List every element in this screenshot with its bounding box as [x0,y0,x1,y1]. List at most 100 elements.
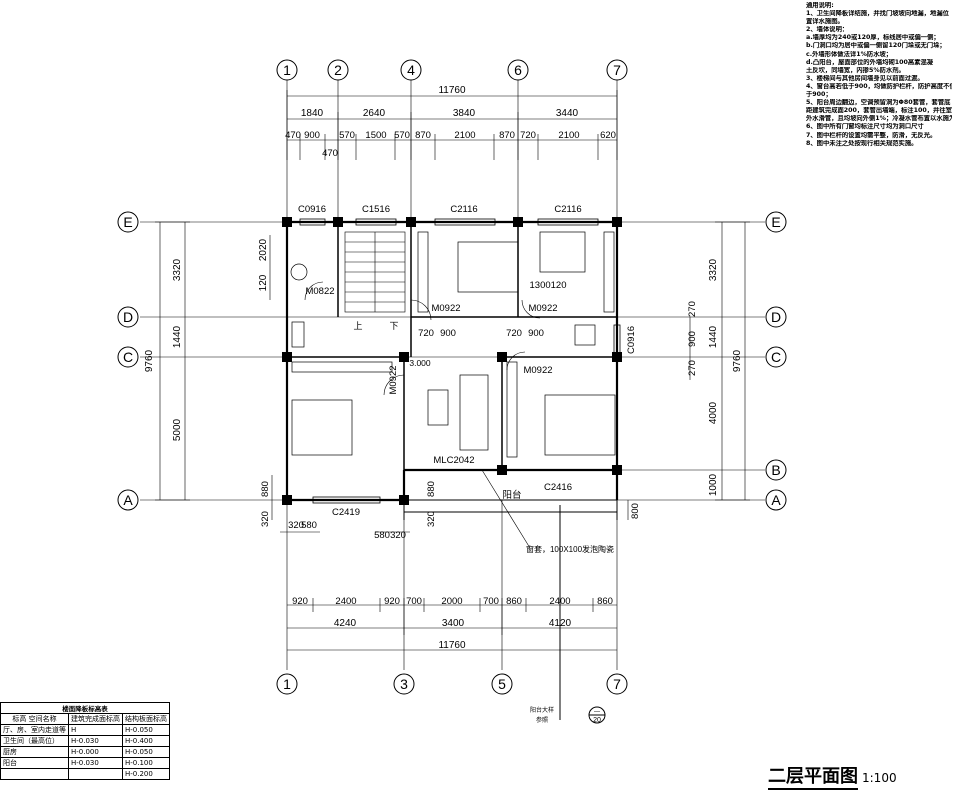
plan-label: 320 [426,511,437,527]
plan-label: 880 [426,481,437,497]
axis-label: B [771,462,780,478]
plan-label: 3440 [556,108,579,119]
plan-label: 3400 [442,618,465,629]
note-line: 土反坎，同墙宽，内掺5%防水剂。 [806,66,905,74]
table-cell: H-0.000 [68,746,123,758]
plan-label: 800 [630,503,641,519]
plan-label: 270 [687,301,698,317]
stair-label: 下 [389,321,398,331]
axis-label: 5 [498,676,506,692]
note-line: 8、图中未注之处按现行相关规范实施。 [806,139,918,147]
table-cell: 厅、房、室内走道等 [0,724,69,736]
plan-label: 4240 [334,618,357,629]
axis-label: A [771,492,781,508]
plan-label: 900 [687,331,698,347]
note-line: a.墙厚均为240或120厚，标线居中或偏一侧； [806,34,940,42]
plan-label: 2000 [441,596,462,607]
note-line: 5、阳台周边翻边，空调预留洞为Φ80套管，套管底 [806,99,951,107]
plan-label: 700 [483,596,499,607]
plan-label: 4000 [708,401,719,424]
axis-bubble [606,59,628,81]
plan-label: 720 [520,130,536,141]
axis-bubble [327,59,349,81]
door-label: M0922 [528,303,557,314]
axis-bubble [117,489,139,511]
table-cell: H-0.400 [122,735,170,747]
interior-walls [287,222,617,470]
note-line: 置详水施图。 [806,18,844,26]
table-cell: H-0.050 [122,746,170,758]
table-header: 标高 空间名称 [0,713,69,725]
plan-label: 3320 [708,258,719,281]
plan-label: 580 [301,520,317,531]
plan-label: 2100 [558,130,579,141]
axis-bubble [606,673,628,695]
general-notes: 通用说明: 1、卫生间降板详结施，并找门坡坡向地漏，地漏位置详水施图。2、墙体说… [806,2,952,148]
table-cell: H [68,724,123,736]
axis-label: C [771,349,781,365]
plan-label: 5000 [172,418,183,441]
axis-bubble [276,59,298,81]
axis-bubble [117,346,139,368]
plan-label: 870 [499,130,515,141]
axis-bubble [765,346,787,368]
windows [299,218,621,504]
axis-bubble [765,306,787,328]
plan-label: 920 [292,596,308,607]
stair [344,231,406,313]
axis-label: E [771,214,780,230]
plan-label: 470 [322,148,338,159]
plan-label: 2400 [549,596,570,607]
table-cell: H-0.200 [122,768,170,780]
axis-bubble [765,489,787,511]
plan-label: 1440 [172,325,183,348]
top-dimensions [286,90,618,160]
plan-label: 900 [304,130,320,141]
bottom-dimensions [287,598,617,651]
note-line: 于900； [806,91,832,99]
plan-label: 120 [258,274,269,291]
table-cell: H-0.100 [122,757,170,769]
axis-label: 1 [283,62,291,78]
table-cell: 阳台 [0,757,69,769]
floor-elevation-table: 楼面降板标高表 标高 空间名称 建筑完成面标高 结构板面标高 厅、房、室内走道等… [0,702,170,780]
window-label: C2416 [544,482,572,493]
note-line: c.外墙形体做法详1%防水坡； [806,50,893,58]
detail-callout-top: — [594,709,600,715]
plan-label: 1500 [365,130,386,141]
plan-label: 320 [288,520,304,531]
plan-label: 860 [597,596,613,607]
plan-label: 1840 [301,108,324,119]
plan-label: 270 [687,360,698,376]
plan-label: 620 [600,130,616,141]
door-label: M0922 [388,365,399,394]
window-label: C0916 [626,326,637,354]
axis-label: 1 [283,676,291,692]
side-dimensions [155,221,750,533]
plan-label: 870 [415,130,431,141]
note-line: 外水滑管，且均坡向外侧1%；冷凝水管布置以水施为准。 [806,115,952,123]
axis-label: D [771,309,781,325]
railing-note: 窗套，100X100发泡陶瓷 [526,544,614,554]
wardrobes [291,231,615,458]
axis-bubble [491,673,513,695]
table-row: H-0.200 [0,768,170,780]
door-label: M0822 [305,286,334,297]
note-line: 6、图中所有门窗均标注尺寸均为洞口尺寸 [806,123,924,131]
plan-label: 11760 [438,85,466,96]
door-label: MLC2042 [433,455,474,466]
table-cell: H-0.050 [122,724,170,736]
axis-label: D [123,309,133,325]
plan-label: 9760 [732,349,743,372]
table-cell [0,768,69,780]
plan-label: 880 [260,481,271,497]
axis-bubble [276,673,298,695]
plan-label: 3320 [172,258,183,281]
plan-label: 2640 [363,108,386,119]
axis-label: A [123,492,133,508]
table-header: 建筑完成面标高 [68,713,123,725]
window-label: C1516 [362,204,390,215]
table-cell: 卫生间（最高位） [0,735,69,747]
plan-label: 3840 [453,108,476,119]
